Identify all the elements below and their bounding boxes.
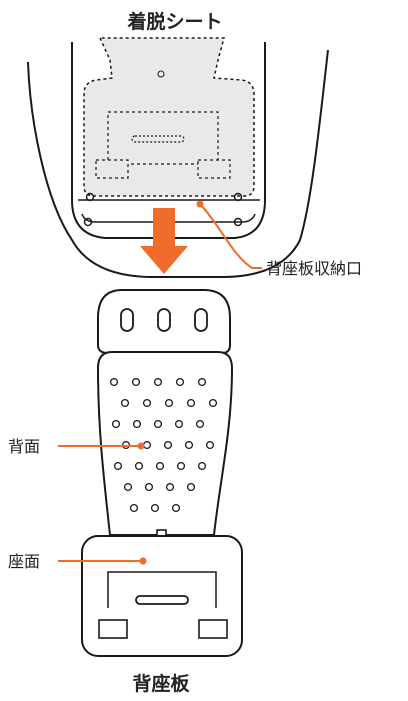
seat-cover [27, 42, 329, 278]
handle-slot [194, 308, 208, 332]
title-label: 着脱シート [127, 10, 222, 33]
handle-slot [120, 308, 134, 332]
back-label: 背面 [8, 437, 40, 456]
back-callout [58, 442, 145, 450]
seat-foot [198, 619, 228, 639]
cover-rivets [83, 192, 243, 227]
handle-slot [157, 308, 171, 332]
board [81, 289, 243, 657]
seat-foot [98, 619, 128, 639]
insert-arrow-icon [140, 208, 188, 274]
seat-label: 座面 [8, 552, 40, 571]
storage-callout [196, 200, 262, 269]
board-label: 背座板 [132, 672, 190, 695]
inserted-board [83, 37, 255, 197]
seat-slot [135, 595, 189, 605]
storage-label: 背座板収納口 [266, 259, 362, 278]
seat-callout [58, 557, 147, 565]
